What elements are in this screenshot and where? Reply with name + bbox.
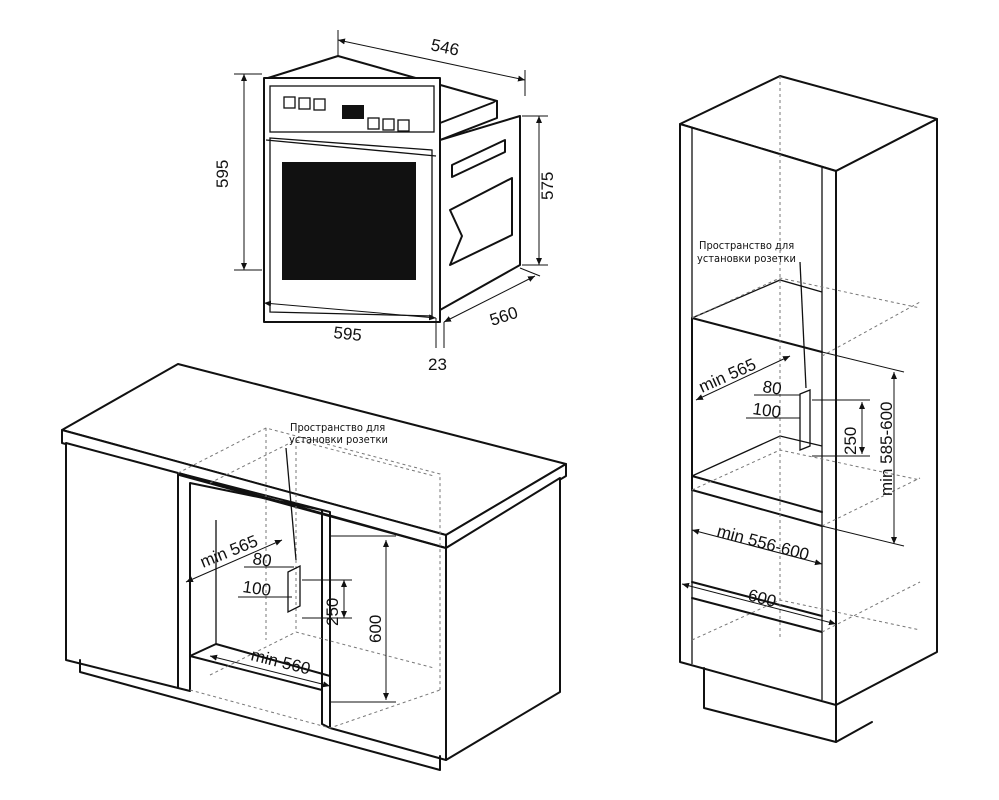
svg-text:546: 546 <box>429 35 461 59</box>
base-dims: min 565 80 100 250 600 min 560 <box>185 531 396 703</box>
svg-text:250: 250 <box>323 598 342 626</box>
dim-23: 23 <box>428 318 447 374</box>
svg-text:80: 80 <box>251 549 272 570</box>
dim-595-width: 595 <box>263 300 437 345</box>
svg-text:23: 23 <box>428 355 447 374</box>
svg-text:560: 560 <box>487 303 520 330</box>
tall-socket-note-line1: Пространство для <box>699 239 794 252</box>
svg-text:100: 100 <box>241 577 272 600</box>
svg-text:595: 595 <box>333 323 363 345</box>
svg-text:80: 80 <box>761 377 782 398</box>
tall-cabinet-drawing: Пространство для установки розетки min 5… <box>679 75 938 743</box>
control-panel <box>269 85 435 133</box>
svg-text:min 585-600: min 585-600 <box>877 401 896 496</box>
svg-text:595: 595 <box>213 160 232 188</box>
dim-575: 575 <box>522 115 557 266</box>
oven-window <box>282 162 416 280</box>
svg-text:600: 600 <box>366 615 385 643</box>
base-cabinet-drawing: Пространство для установки розетки min 5… <box>61 363 567 771</box>
svg-text:100: 100 <box>751 399 782 422</box>
svg-text:250: 250 <box>841 427 860 455</box>
socket-note-line2: установки розетки <box>289 433 388 446</box>
socket-note-line1: Пространство для <box>290 421 385 434</box>
dim-595-height: 595 <box>213 73 262 271</box>
dim-546: 546 <box>337 30 526 96</box>
svg-text:575: 575 <box>538 172 557 200</box>
oven-drawing: 546 595 575 595 560 <box>213 30 557 374</box>
tall-socket-note-line2: установки розетки <box>697 252 796 265</box>
